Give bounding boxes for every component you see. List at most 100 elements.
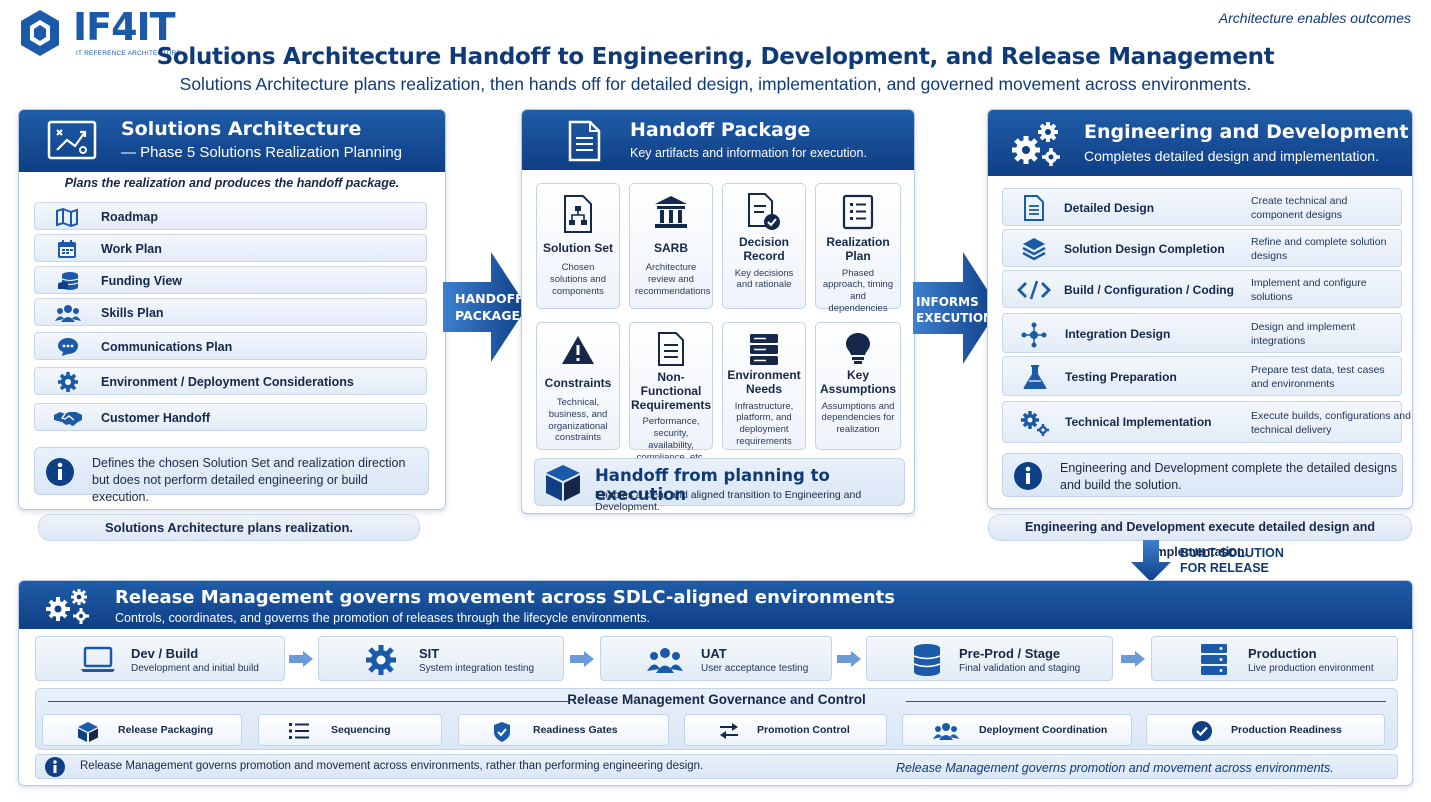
logo-subtext: IT REFERENCE ARCHITECTURE xyxy=(76,50,181,57)
hierarchy-doc-icon xyxy=(562,194,594,234)
governance-block: Release Management Governance and Contro… xyxy=(35,688,1398,750)
code-icon xyxy=(1017,280,1051,300)
gov-promotion-control: Promotion Control xyxy=(684,714,887,746)
arrow-right-icon xyxy=(837,651,861,667)
solutions-item-skills-plan: Skills Plan xyxy=(34,298,427,326)
gov-label: Release Packaging xyxy=(118,724,214,736)
info-icon xyxy=(44,756,66,778)
people-icon xyxy=(647,647,683,673)
laptop-icon xyxy=(80,646,116,674)
tile-title: Constraints xyxy=(544,376,612,390)
built-solution-label-1: BUILT SOLUTION xyxy=(1180,546,1284,560)
engineering-item-solution-design-completion: Solution Design Completion Refine and co… xyxy=(1002,229,1402,267)
handshake-icon xyxy=(53,409,83,427)
release-note-left: Release Management governs promotion and… xyxy=(80,760,704,772)
handoff-arrow-label-1: HANDOFF xyxy=(455,291,524,306)
solutions-panel-header: Solutions Architecture — Phase 5 Solutio… xyxy=(19,110,445,172)
handoff-banner: Handoff from planning to execution Enabl… xyxy=(534,458,905,513)
swap-arrows-icon xyxy=(719,722,739,740)
gear-icon xyxy=(57,371,79,393)
handoff-tile-environment-needs: Environment Needs Infrastructure, platfo… xyxy=(722,322,806,450)
engineering-item-desc: Execute builds, configurations and techn… xyxy=(1251,410,1411,437)
engineering-info-box: Engineering and Development complete the… xyxy=(1002,453,1403,497)
document-icon xyxy=(656,331,686,367)
lightbulb-icon xyxy=(844,331,872,365)
logo-text: IF4IT xyxy=(73,5,176,49)
env-title: Dev / Build xyxy=(131,646,199,661)
strategy-board-icon xyxy=(47,120,97,162)
tile-title: Key Assumptions xyxy=(819,368,896,396)
tile-desc: Infrastructure, platform, and deployment… xyxy=(734,400,794,448)
env-title: Pre-Prod / Stage xyxy=(959,646,1061,661)
warning-icon xyxy=(561,335,595,365)
handoff-tile-realization-plan: Realization Plan Phased approach, timing… xyxy=(815,183,901,314)
env-dev-build: Dev / Build Development and initial buil… xyxy=(35,636,285,681)
gears-icon xyxy=(43,587,93,625)
server-icon xyxy=(748,333,780,367)
solutions-item-label: Work Plan xyxy=(101,242,162,256)
engineering-item-desc: Design and implement integrations xyxy=(1251,321,1356,348)
engineering-item-label: Technical Implementation xyxy=(1065,415,1212,429)
env-sub: Final validation and staging xyxy=(959,663,1081,674)
engineering-item-desc: Create technical and component designs xyxy=(1251,195,1348,222)
gov-label: Production Readiness xyxy=(1231,724,1342,736)
engineering-item-integration-design: Integration Design Design and implement … xyxy=(1002,313,1402,353)
solutions-footer: Solutions Architecture plans realization… xyxy=(38,514,420,541)
check-circle-icon xyxy=(1191,720,1213,742)
tile-desc: Performance, security, availability, com… xyxy=(637,416,706,463)
tile-title: SARB xyxy=(653,241,688,255)
engineering-info-line1: Engineering and Development complete the… xyxy=(1060,461,1398,475)
engineering-panel-header: Engineering and Development Completes de… xyxy=(988,110,1412,176)
gov-label: Readiness Gates xyxy=(533,724,618,736)
solutions-item-label: Roadmap xyxy=(101,210,158,224)
logo xyxy=(18,8,62,58)
tile-desc: Phased approach, timing and dependencies xyxy=(822,267,894,315)
gov-sequencing: Sequencing xyxy=(258,714,442,746)
handoff-tile-nfr: Non-Functional Requirements Performance,… xyxy=(629,322,713,463)
informs-arrow-label-1: INFORMS xyxy=(916,295,979,309)
solutions-intro: Plans the realization and produces the h… xyxy=(64,176,400,190)
network-icon xyxy=(1021,322,1047,348)
engineering-item-desc: Implement and configure solutions xyxy=(1251,277,1367,304)
checklist-icon xyxy=(842,194,874,230)
solutions-panel-title: Solutions Architecture xyxy=(121,118,362,140)
engineering-item-desc: Prepare test data, test cases and enviro… xyxy=(1251,364,1385,391)
engineering-item-detailed-design: Detailed Design Create technical and com… xyxy=(1002,188,1402,226)
handoff-panel-header: Handoff Package Key artifacts and inform… xyxy=(522,110,914,170)
arrow-right-icon xyxy=(1121,651,1145,667)
env-title: Production xyxy=(1248,646,1317,661)
engineering-item-technical-implementation: Technical Implementation Execute builds,… xyxy=(1002,401,1411,443)
handoff-tile-decision-record: Decision Record Key decisions and ration… xyxy=(722,183,806,309)
tile-title: Solution Set xyxy=(543,241,613,255)
engineering-item-label: Detailed Design xyxy=(1064,201,1155,215)
gov-release-packaging: Release Packaging xyxy=(42,714,242,746)
handoff-tile-constraints: Constraints Technical, business, and org… xyxy=(536,322,620,450)
engineering-panel-subtitle: Completes detailed design and implementa… xyxy=(1084,148,1379,164)
solutions-item-label: Environment / Deployment Considerations xyxy=(101,375,354,389)
built-solution-arrow xyxy=(1131,540,1171,582)
env-production: Production Live production environment xyxy=(1151,636,1398,681)
people-icon xyxy=(55,304,81,322)
solutions-architecture-panel: Solutions Architecture — Phase 5 Solutio… xyxy=(18,109,446,510)
informs-execution-arrow xyxy=(913,252,999,364)
flask-icon xyxy=(1022,364,1048,390)
engineering-item-desc: Refine and complete solution designs xyxy=(1251,236,1387,263)
release-note-right: Release Management governs promotion and… xyxy=(896,761,1334,775)
building-icon xyxy=(653,194,689,230)
solutions-item-work-plan: Work Plan xyxy=(34,234,427,262)
document-icon xyxy=(1023,195,1045,221)
env-title: SIT xyxy=(419,646,440,661)
gov-label: Deployment Coordination xyxy=(979,724,1108,736)
layers-icon xyxy=(1021,236,1047,262)
database-icon xyxy=(913,643,941,677)
informs-arrow-label-2: EXECUTION xyxy=(916,311,994,325)
solutions-info-box: Defines the chosen Solution Set and real… xyxy=(34,447,429,504)
engineering-item-label: Testing Preparation xyxy=(1065,370,1177,384)
solutions-item-label: Funding View xyxy=(101,274,183,288)
tile-desc: Key decisions and rationale xyxy=(734,267,794,291)
gov-readiness-gates: Readiness Gates xyxy=(458,714,669,746)
tagline: Architecture enables outcomes xyxy=(1218,10,1411,26)
env-sub: System integration testing xyxy=(419,663,535,674)
env-preprod-stage: Pre-Prod / Stage Final validation and st… xyxy=(866,636,1113,681)
handoff-package-panel: Handoff Package Key artifacts and inform… xyxy=(521,109,915,514)
